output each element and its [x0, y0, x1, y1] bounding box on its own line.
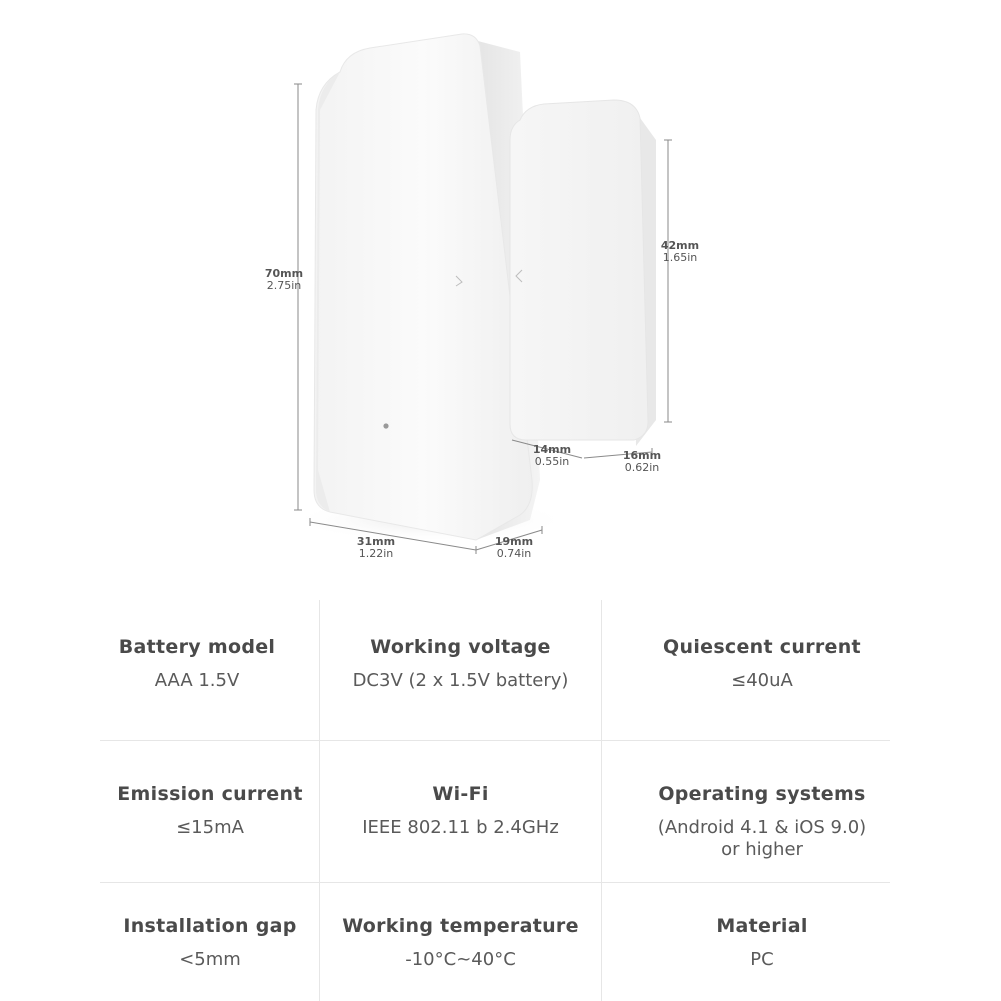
dimension-label-height-magnet: 42mm 1.65in: [650, 240, 710, 264]
spec-value: IEEE 802.11 b 2.4GHz: [362, 817, 559, 838]
alignment-mark-magnet: [515, 269, 523, 283]
spec-quiescent-current: Quiescent current ≤40uA: [602, 636, 922, 692]
spec-label: Working temperature: [342, 915, 579, 937]
divider: [601, 600, 602, 1001]
spec-installation-gap: Installation gap <5mm: [100, 915, 320, 971]
dimension-in: 1.22in: [358, 547, 394, 560]
dimension-mm: 19mm: [494, 535, 534, 548]
product-image: 70mm 2.75in 42mm 1.65in 31mm 1.22in 19mm…: [254, 33, 710, 560]
dimension-label-height-main: 70mm 2.75in: [254, 268, 314, 292]
magnet-body: [509, 99, 649, 441]
dimension-mm: 70mm: [264, 267, 304, 280]
dimension-in: 1.65in: [662, 251, 698, 264]
dimension-mm: 31mm: [356, 535, 396, 548]
spec-value: <5mm: [179, 949, 241, 970]
divider: [319, 600, 320, 1001]
spec-value: AAA 1.5V: [154, 670, 240, 691]
spec-working-voltage: Working voltage DC3V (2 x 1.5V battery): [320, 636, 601, 692]
dimension-mm: 16mm: [622, 449, 662, 462]
door-sensor-illustration: [290, 33, 672, 554]
alignment-mark-main: [455, 275, 463, 287]
spec-value: -10°C~40°C: [405, 949, 516, 970]
dimension-in: 2.75in: [266, 279, 302, 292]
spec-label: Wi-Fi: [432, 783, 489, 805]
spec-operating-systems: Operating systems (Android 4.1 & iOS 9.0…: [602, 783, 922, 861]
main-body-bevel: [316, 72, 340, 512]
spec-value: ≤40uA: [731, 670, 793, 691]
spec-label: Working voltage: [370, 636, 551, 658]
dimension-label-depth-main: 19mm 0.74in: [484, 536, 544, 560]
dimension-label-width-magnet: 14mm 0.55in: [522, 444, 582, 468]
spec-value: PC: [750, 949, 774, 970]
led-indicator: [383, 423, 389, 429]
spec-value: (Android 4.1 & iOS 9.0) or higher: [657, 817, 867, 860]
spec-label: Battery model: [118, 636, 276, 658]
spec-label: Material: [716, 915, 808, 937]
divider: [100, 740, 890, 741]
spec-label: Quiescent current: [663, 636, 861, 658]
spec-material: Material PC: [602, 915, 922, 971]
spec-label: Installation gap: [123, 915, 297, 937]
spec-battery-model: Battery model AAA 1.5V: [100, 636, 294, 692]
dimension-in: 0.62in: [624, 461, 660, 474]
main-body: [313, 33, 533, 541]
dimension-lines: [294, 83, 672, 554]
dimension-label-depth-magnet: 16mm 0.62in: [612, 450, 672, 474]
dimension-in: 0.55in: [534, 455, 570, 468]
spec-label: Operating systems: [658, 783, 866, 805]
spec-wifi: Wi-Fi IEEE 802.11 b 2.4GHz: [320, 783, 601, 839]
dimension-mm: 14mm: [532, 443, 572, 456]
dimension-in: 0.74in: [496, 547, 532, 560]
spec-label: Emission current: [117, 783, 303, 805]
dimension-mm: 42mm: [660, 239, 700, 252]
spec-working-temperature: Working temperature -10°C~40°C: [320, 915, 601, 971]
divider: [100, 882, 890, 883]
spec-emission-current: Emission current ≤15mA: [100, 783, 320, 839]
spec-value: DC3V (2 x 1.5V battery): [352, 670, 569, 691]
spec-value: ≤15mA: [176, 817, 244, 838]
spec-table: Battery model AAA 1.5V Working voltage D…: [0, 600, 1001, 1001]
dimension-label-width-main: 31mm 1.22in: [346, 536, 406, 560]
